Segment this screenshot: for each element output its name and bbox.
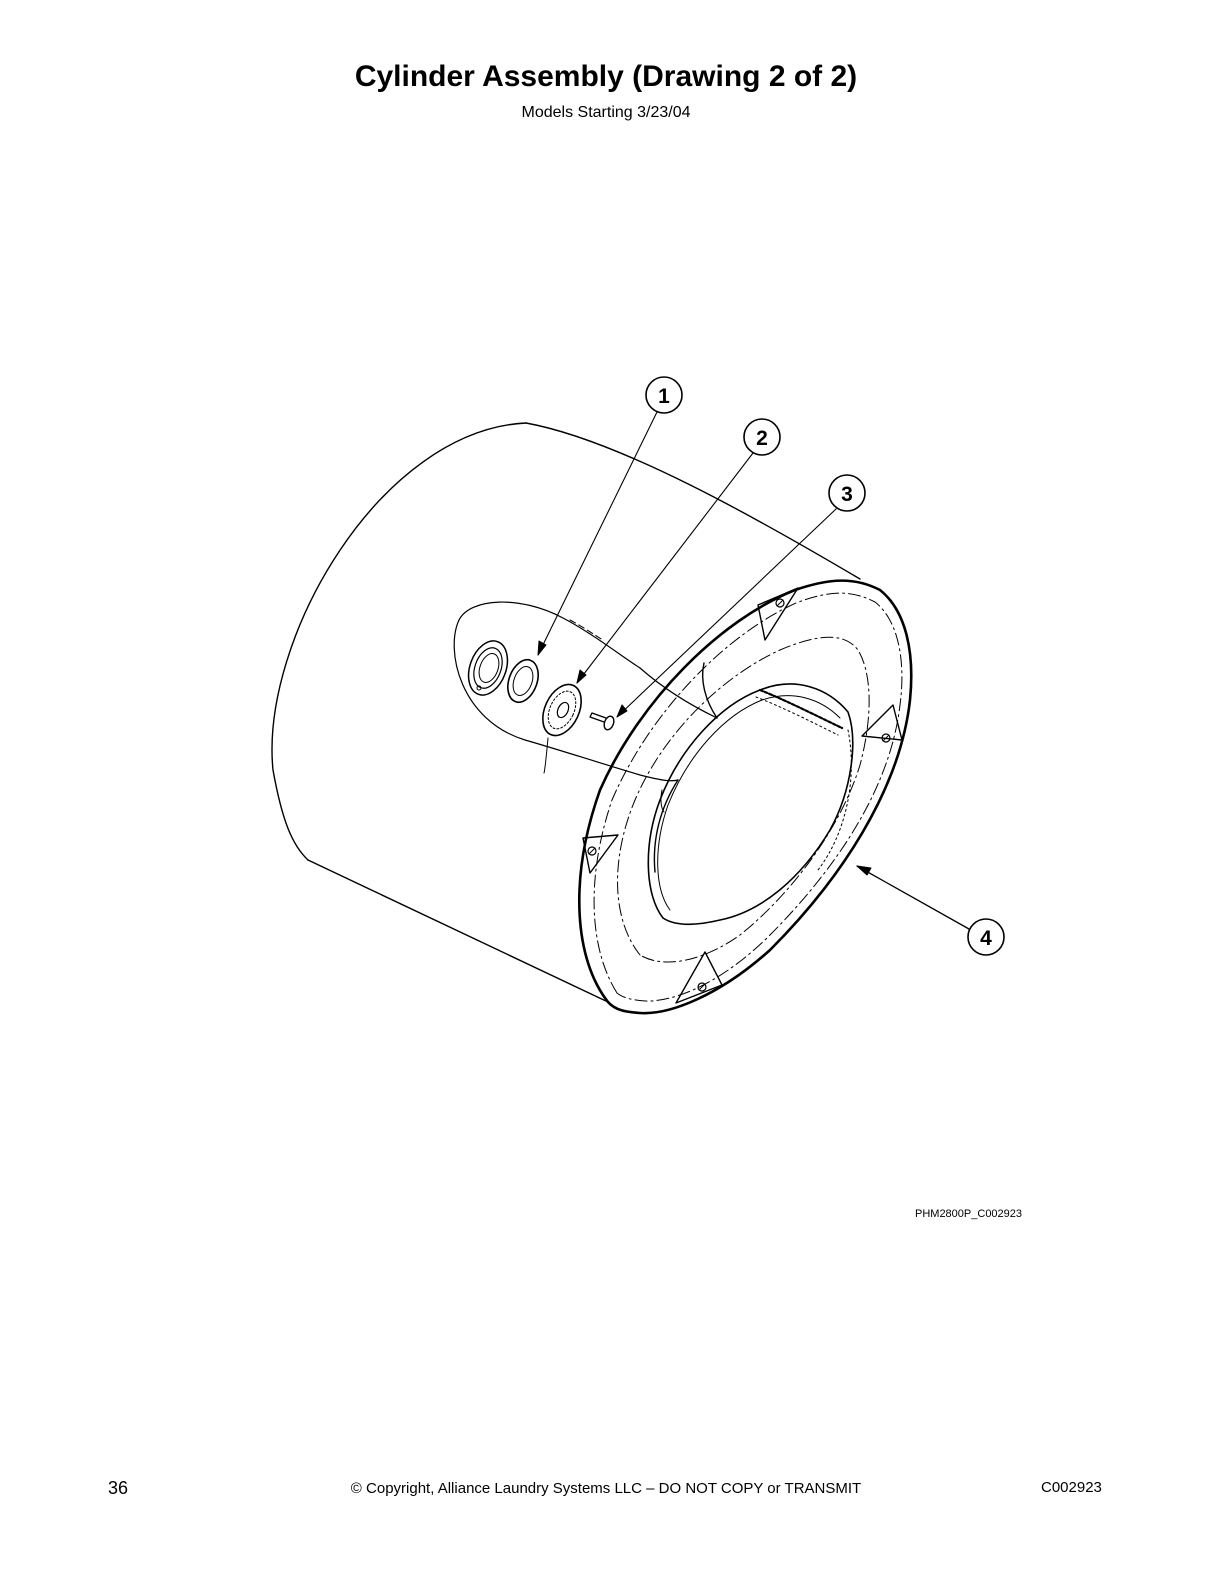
bolt-part bbox=[589, 712, 615, 731]
lifter-tab-left bbox=[582, 834, 619, 874]
page-number: 36 bbox=[108, 1478, 129, 1498]
page-title: Cylinder Assembly (Drawing 2 of 2) bbox=[354, 60, 858, 93]
lifter-tab-top bbox=[757, 587, 799, 641]
copyright-notice: © Copyright, Alliance Laundry Systems LL… bbox=[350, 1480, 862, 1497]
callout-2: 2 bbox=[743, 418, 781, 456]
leader-line-2 bbox=[576, 452, 754, 684]
seal-part bbox=[507, 658, 539, 704]
hub-housing bbox=[467, 640, 509, 696]
page-subtitle: Models Starting 3/23/04 bbox=[521, 104, 691, 121]
front-ring bbox=[578, 579, 913, 1015]
document-code: C002923 bbox=[1041, 1479, 1102, 1496]
callout-4-number: 4 bbox=[980, 927, 992, 950]
callout-1-number: 1 bbox=[658, 385, 670, 408]
figure-id: PHM2800P_C002923 bbox=[915, 1208, 1023, 1220]
callout-4: 4 bbox=[967, 918, 1005, 956]
callout-2-number: 2 bbox=[756, 427, 768, 450]
lifter-tab-right bbox=[861, 704, 903, 743]
leader-line-1 bbox=[537, 411, 658, 656]
leader-line-3 bbox=[616, 508, 837, 718]
callout-3: 3 bbox=[828, 474, 866, 512]
callout-1: 1 bbox=[645, 376, 683, 414]
cylinder-body bbox=[271, 422, 861, 1003]
lifter-tab-bottom bbox=[675, 951, 723, 1004]
bearing-collar-part bbox=[542, 683, 582, 737]
back-hub-region bbox=[453, 601, 718, 782]
leader-line-4 bbox=[856, 865, 970, 930]
callout-3-number: 3 bbox=[841, 483, 853, 506]
